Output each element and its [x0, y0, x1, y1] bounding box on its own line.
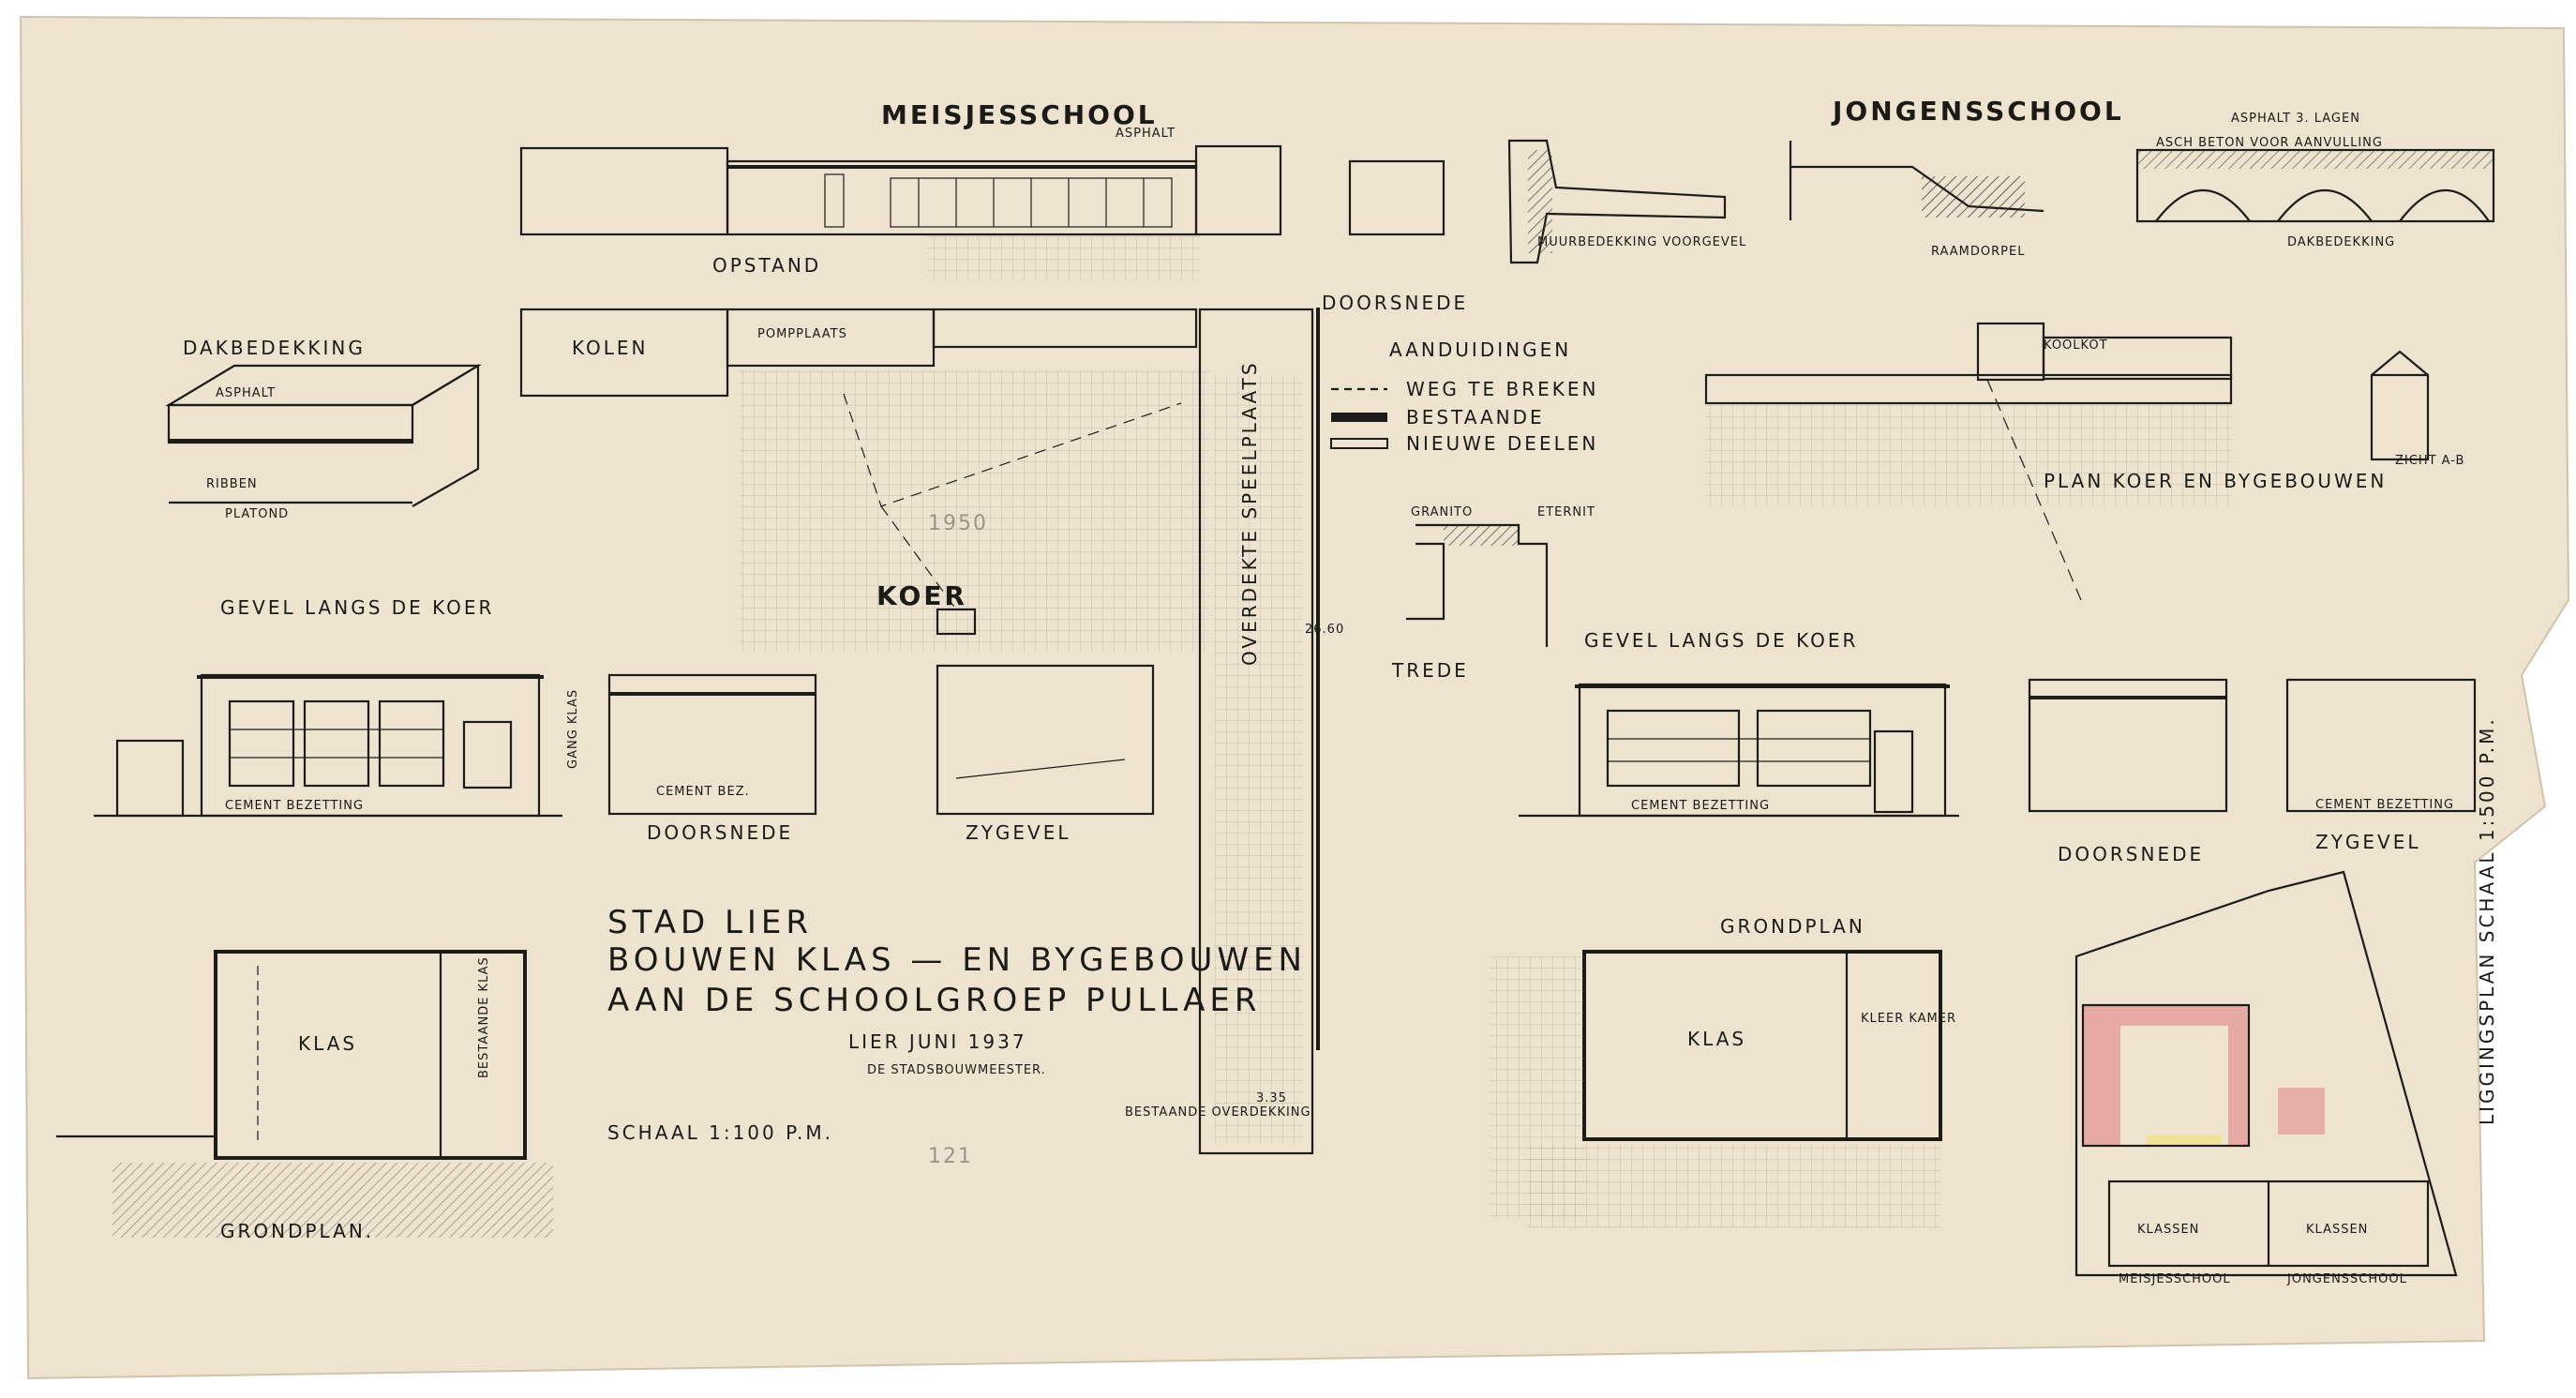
- granito-note: GRANITO: [1411, 505, 1473, 519]
- plan-koer-right: [1704, 322, 2430, 601]
- cement-bezetting-zy: CEMENT BEZETTING: [2315, 798, 2454, 812]
- klas-left-label: KLAS: [298, 1032, 357, 1055]
- kolen-label: KOLEN: [572, 337, 649, 359]
- gevel-right-heading: GEVEL LANGS DE KOER: [1584, 629, 1858, 652]
- pencil-note-2: 121: [928, 1145, 973, 1168]
- cement-bez-note: CEMENT BEZ.: [656, 785, 750, 799]
- bestaande-overdekking-note: BESTAANDE OVERDEKKING: [1125, 1105, 1311, 1120]
- koer-label: KOER: [876, 580, 967, 611]
- asphalt-3-note: ASPHALT 3. LAGEN: [2231, 112, 2360, 126]
- meisjesschool-heading: MEISJESSCHOOL: [881, 99, 1158, 130]
- dakbedekking-small-note: DAKBEDEKKING: [2287, 235, 2395, 249]
- gang-klas-label: GANG KLAS: [566, 689, 580, 769]
- cement-bezetting-right: CEMENT BEZETTING: [1631, 799, 1770, 813]
- trede-detail: [1406, 523, 1549, 647]
- kleer-kamer-label: KLEER KAMER: [1861, 1012, 1956, 1026]
- title-block: STAD LIER BOUWEN KLAS — EN BYGEBOUWEN AA…: [607, 904, 1307, 1144]
- plan-koer-label: PLAN KOER EN BYGEBOUWEN: [2044, 470, 2387, 492]
- raamdorpel-detail: [1789, 141, 2044, 220]
- title-line-1: STAD LIER: [607, 904, 813, 941]
- dakbedekking-heading: DAKBEDEKKING: [183, 337, 366, 359]
- gevel-right: [1519, 683, 1959, 818]
- doorsnede-left: [607, 664, 1155, 816]
- eternit-note: ETERNIT: [1537, 505, 1595, 519]
- klas-right-label: KLAS: [1687, 1028, 1746, 1050]
- doorsnede-right: [2028, 678, 2477, 813]
- pompplaats-label: POMPPLAATS: [757, 327, 847, 341]
- grondplan-right: [1490, 950, 1942, 1228]
- dim-335: 3.35: [1256, 1091, 1287, 1105]
- zicht-note: ZICHT A-B: [2395, 454, 2464, 468]
- title-scale: SCHAAL 1:100 P.M.: [607, 1121, 833, 1144]
- dakbedekking-detail: [165, 364, 482, 507]
- dim-2660: 26.60: [1305, 623, 1344, 637]
- liggingsplan: [2074, 870, 2458, 1277]
- title-signature: DE STADSBOUWMEESTER.: [867, 1063, 1046, 1077]
- platond-note: PLATOND: [225, 507, 289, 521]
- vault-section: [2135, 148, 2495, 223]
- zygevel-left-label: ZYGEVEL: [966, 821, 1071, 844]
- legend-item-bestaande: BESTAANDE: [1406, 406, 1545, 428]
- trede-label: TREDE: [1391, 659, 1469, 682]
- ribben-note: RIBBEN: [206, 477, 258, 491]
- opstand-label: OPSTAND: [712, 254, 821, 277]
- title-line-2: BOUWEN KLAS — EN BYGEBOUWEN: [607, 941, 1307, 979]
- doorsnede-right-label: DOORSNEDE: [2058, 843, 2204, 865]
- koolkot-label: KOOLKOT: [2044, 338, 2108, 353]
- grondplan-left: [56, 950, 553, 1238]
- legend-item-nieuwe: NIEUWE DEELEN: [1406, 432, 1598, 455]
- overdekte-label: OVERDEKTE SPEELPLAATS: [1238, 360, 1261, 666]
- asphalt-dak-note: ASPHALT: [216, 386, 276, 400]
- muurbedekking-note: MUURBEDEKKING VOORGEVEL: [1537, 235, 1746, 249]
- gevel-left: [94, 673, 562, 818]
- bestaande-klas-label: BESTAANDE KLAS: [477, 956, 491, 1078]
- doorsnede-top-label: DOORSNEDE: [1322, 292, 1468, 314]
- gevel-left-heading: GEVEL LANGS DE KOER: [220, 596, 494, 619]
- legend-item-weg: WEG TE BREKEN: [1406, 378, 1598, 400]
- asch-beton-note: ASCH BETON VOOR AANVULLING: [2156, 136, 2383, 150]
- jongensschool-heading: JONGENSSCHOOL: [1831, 96, 2124, 127]
- asphalt-note: ASPHALT: [1116, 127, 1176, 141]
- doorsnede-left-label: DOORSNEDE: [647, 821, 793, 844]
- koer-plan: [519, 308, 1320, 1155]
- jongensschool-small-label: JONGENSSCHOOL: [2286, 1272, 2407, 1286]
- klassen-right-label: KLASSEN: [2306, 1223, 2368, 1237]
- grondplan-right-heading: GRONDPLAN: [1720, 915, 1865, 938]
- title-line-3: AAN DE SCHOOLGROEP PULLAER: [607, 982, 1261, 1019]
- raamdorpel-note: RAAMDORPEL: [1931, 245, 2025, 259]
- legend-title: AANDUIDINGEN: [1389, 338, 1571, 361]
- liggingsplan-label: LIGGINGSPLAN SCHAAL 1:500 P.M.: [2476, 716, 2498, 1125]
- meisjesschool-small-label: MEISJESSCHOOL: [2119, 1272, 2231, 1286]
- legend: AANDUIDINGEN WEG TE BREKEN BESTAANDE NIE…: [1330, 338, 1598, 455]
- meisjesschool-opstand: [519, 144, 1445, 279]
- klassen-left-label: KLASSEN: [2137, 1223, 2199, 1237]
- pencil-note-1: 1950: [928, 512, 988, 535]
- zygevel-right-label: ZYGEVEL: [2315, 831, 2421, 853]
- grondplan-left-label: GRONDPLAN.: [220, 1220, 374, 1242]
- title-date: LIER JUNI 1937: [848, 1030, 1027, 1053]
- cement-bezetting-left: CEMENT BEZETTING: [225, 799, 364, 813]
- muurbedekking-detail: [1507, 139, 1727, 264]
